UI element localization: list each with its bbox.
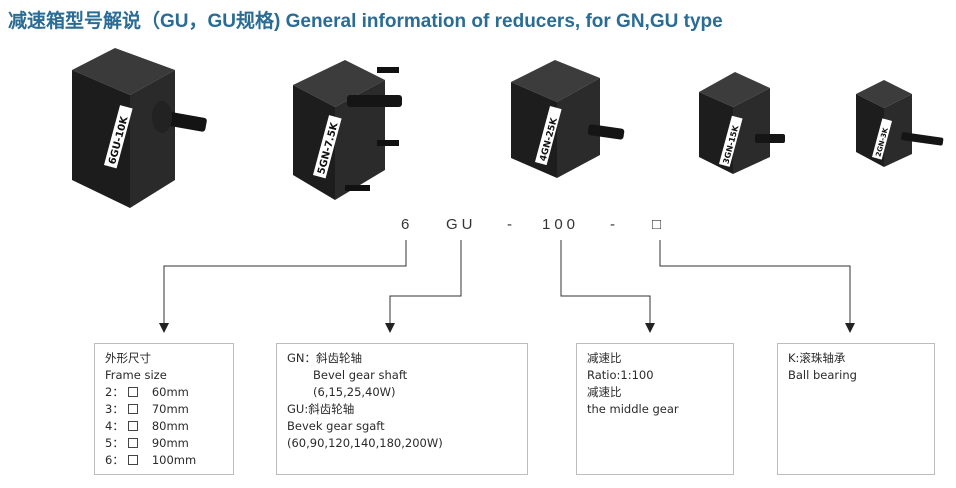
ratio-label-cn: 减速比 xyxy=(587,351,622,365)
frame-title-cn: 外形尺寸 xyxy=(105,351,151,365)
frame-size-box: 外形尺寸 Frame size 2：60mm 3：70mm 4：80mm 5：9… xyxy=(94,343,234,475)
bearing-box: K:滚珠轴承 Ball bearing xyxy=(777,343,935,475)
ratio-value: Ratio:1:100 xyxy=(587,368,654,382)
square-icon xyxy=(127,387,138,397)
code-frame: 6 xyxy=(401,216,414,233)
frame-row: 5：90mm xyxy=(105,436,189,450)
gear-shaft-box: GN：斜齿轮轴 Bevel gear shaft (6,15,25,40W) G… xyxy=(276,343,528,475)
motor-4gn: 4GN-25K xyxy=(511,60,625,178)
square-icon xyxy=(127,438,138,448)
ratio-box: 减速比 Ratio:1:100 减速比 the middle gear xyxy=(576,343,734,475)
motor-6gu: 6GU-10K xyxy=(72,48,207,208)
square-icon xyxy=(127,404,138,414)
frame-row: 2：60mm xyxy=(105,385,189,399)
frame-row: 3：70mm xyxy=(105,402,189,416)
middle-gear-en: the middle gear xyxy=(587,402,679,416)
code-sep-1: - xyxy=(507,216,516,233)
gu-line: GU:斜齿轮轴 xyxy=(287,402,355,416)
middle-gear-cn: 减速比 xyxy=(587,385,622,399)
motor-3gn: 3GN-15K xyxy=(699,72,785,174)
page-title: 减速箱型号解说（GU，GU规格) General information of … xyxy=(8,11,723,32)
frame-title-en: Frame size xyxy=(105,368,167,382)
bearing-cn: K:滚珠轴承 xyxy=(788,351,846,365)
gn-line: GN：斜齿轮轴 xyxy=(287,351,363,365)
gu-desc: Bevek gear sgaft xyxy=(287,419,385,433)
gn-watts: (6,15,25,40W) xyxy=(313,385,396,399)
frame-row: 6：100mm xyxy=(105,453,197,467)
square-icon xyxy=(127,421,138,431)
motor-2gn: 2GN-3K xyxy=(856,80,944,167)
frame-row: 4：80mm xyxy=(105,419,189,433)
square-icon xyxy=(127,455,138,465)
code-type: GU xyxy=(446,216,477,233)
gn-desc: Bevel gear shaft xyxy=(313,368,408,382)
motor-5gn: 5GN-7.5K xyxy=(293,60,402,200)
gu-watts: (60,90,120,140,180,200W) xyxy=(287,436,443,450)
code-bearing: □ xyxy=(652,216,666,233)
code-ratio: 100 xyxy=(542,216,580,233)
code-sep-2: - xyxy=(610,216,619,233)
bearing-en: Ball bearing xyxy=(788,368,857,382)
